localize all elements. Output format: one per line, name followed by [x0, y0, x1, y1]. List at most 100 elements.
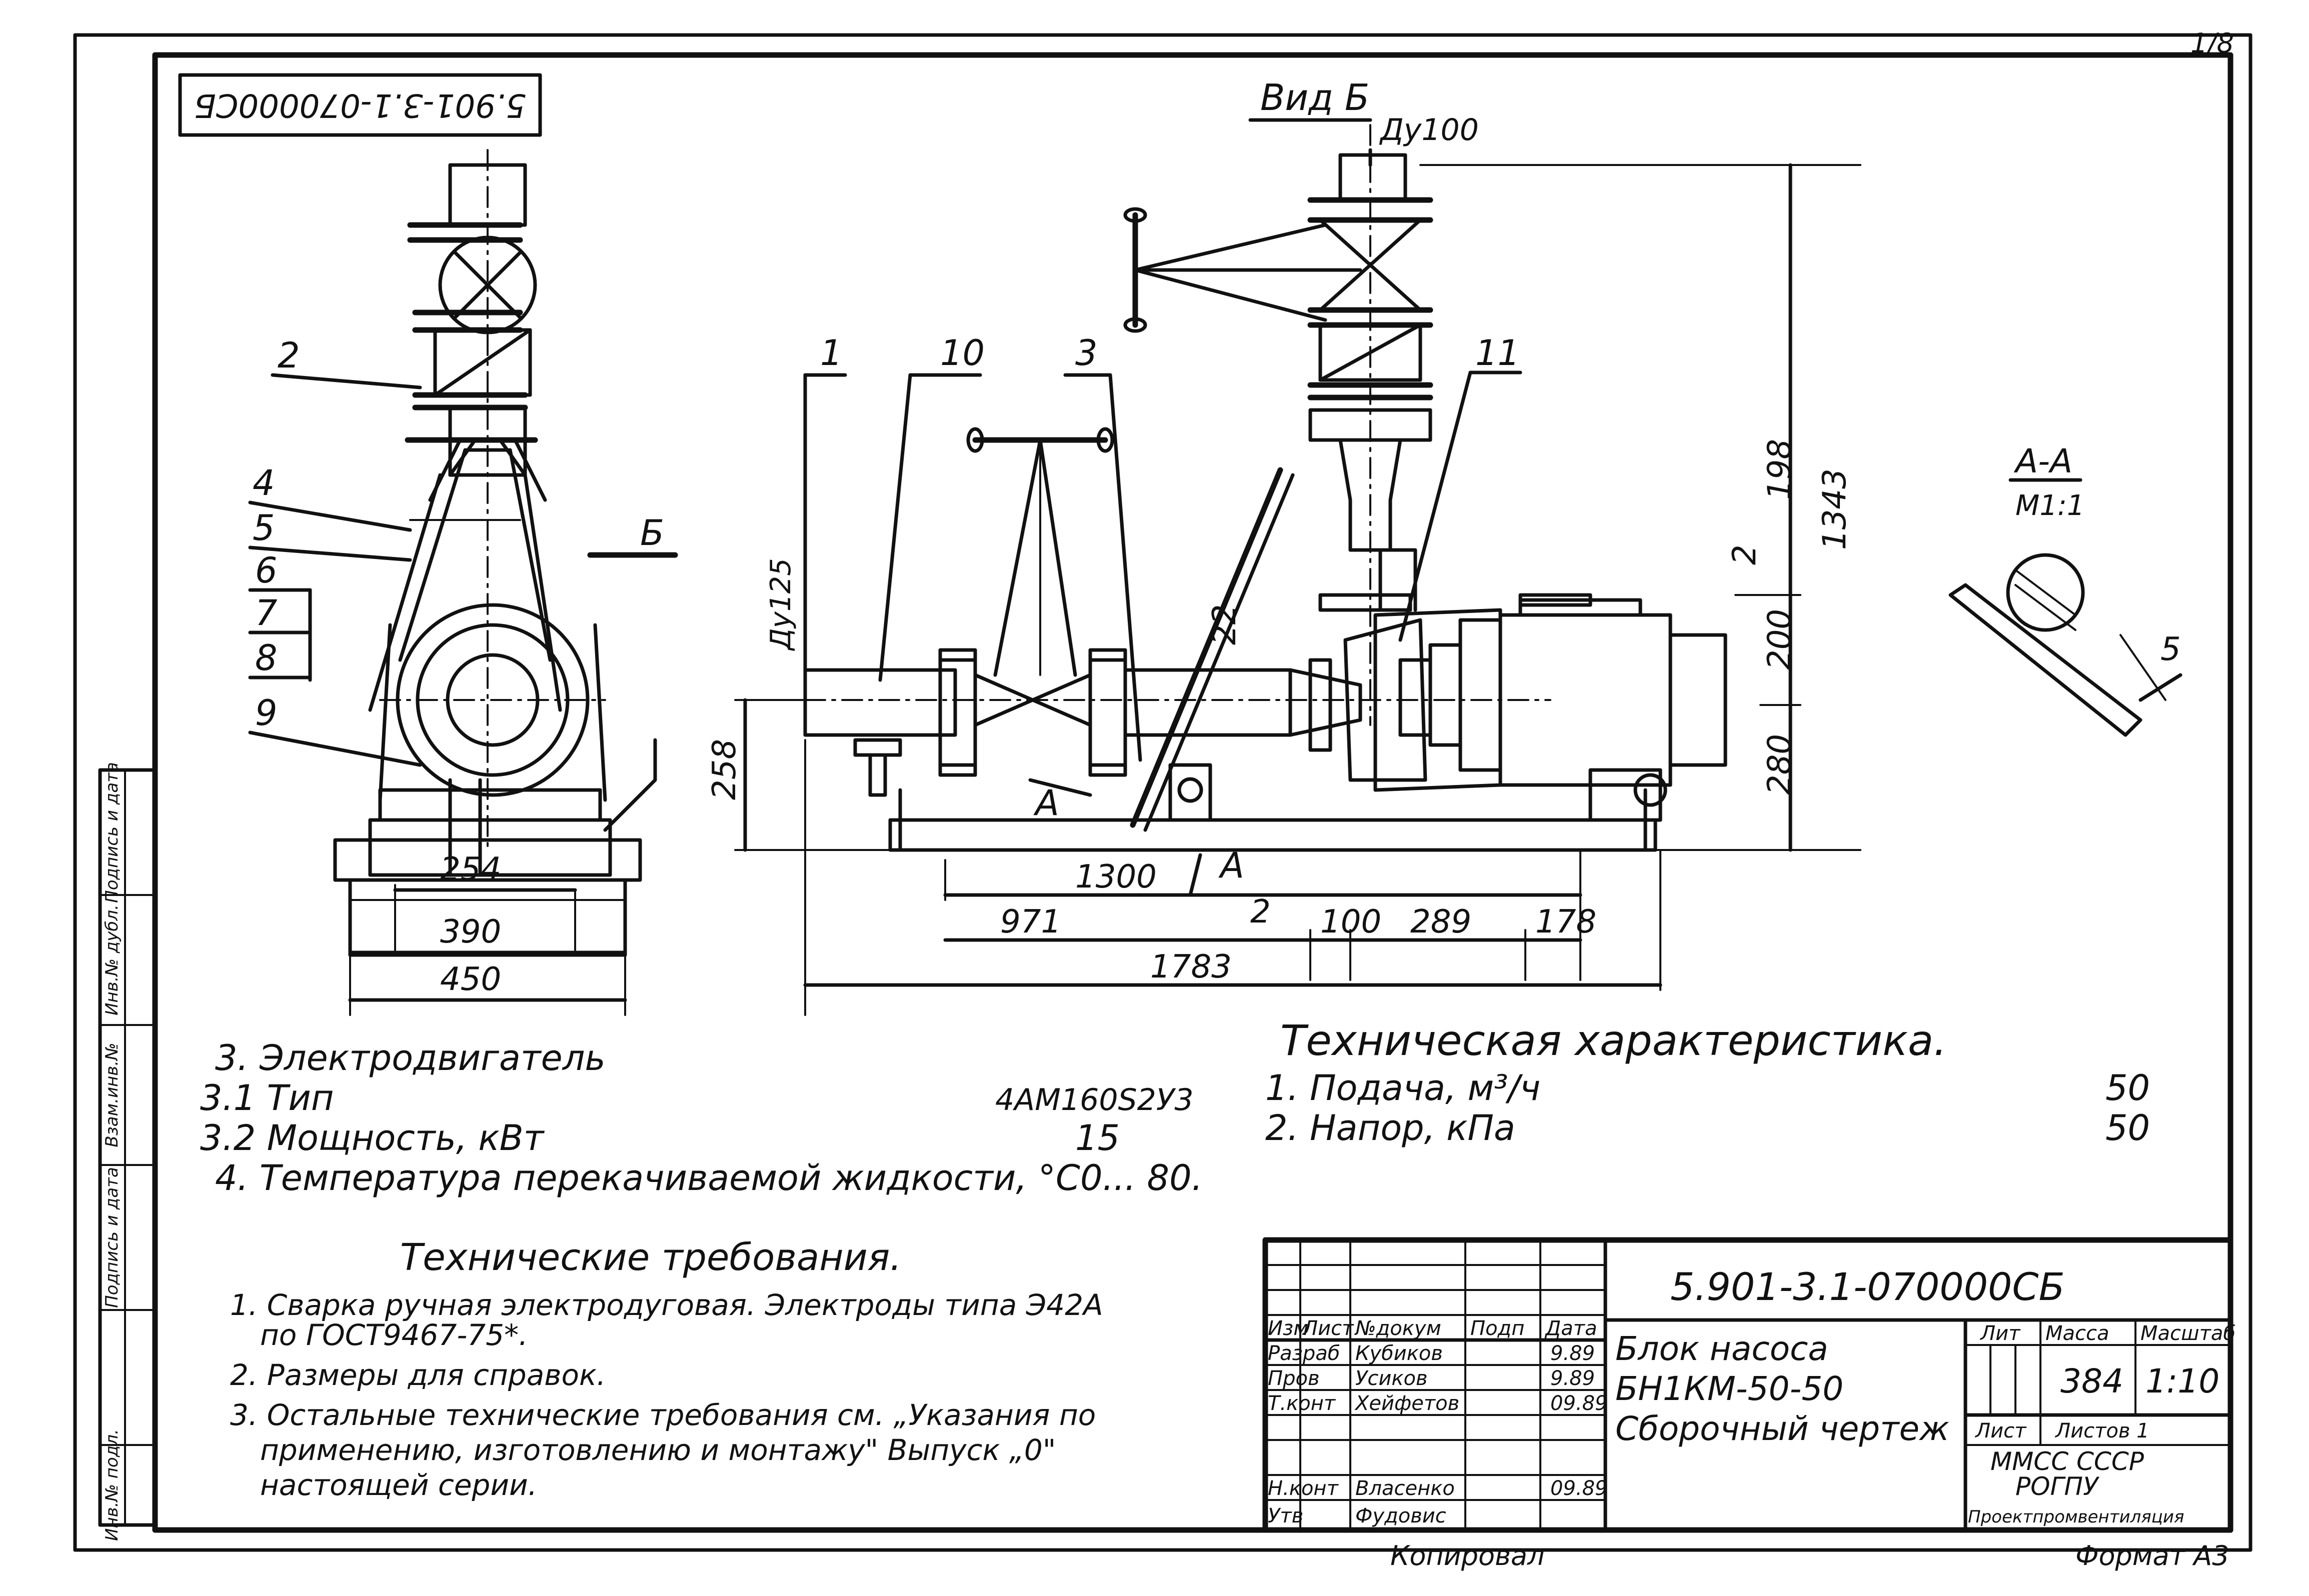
- spec-power-label: 3.2 Мощность, кВт: [200, 1118, 545, 1158]
- callout-1: 1: [820, 332, 843, 374]
- tb-name-3: Власенко: [1355, 1477, 1455, 1500]
- dim-1783: 1783: [1150, 948, 1232, 986]
- spec-temp-value: 0... 80.: [1080, 1158, 1203, 1198]
- svg-text:Подпись и дата: Подпись и дата: [102, 1167, 122, 1308]
- tb-designation: 5.901-3.1-070000СБ: [1670, 1264, 2065, 1309]
- dim-22: 22: [1206, 604, 1243, 645]
- tech-requirements: Технические требования. 1. Сварка ручная…: [230, 1236, 1103, 1502]
- tb-name-1: Усиков: [1355, 1367, 1428, 1390]
- svg-text:Инв.№ дубл.: Инв.№ дубл.: [102, 904, 122, 1016]
- tb-org3: Проектпромвентиляция: [1968, 1507, 2184, 1527]
- svg-text:№докум: №докум: [1354, 1317, 1441, 1340]
- title-block: Изм Лист №докум Подп Дата Разраб Кубиков…: [1262, 1237, 2235, 1533]
- du100-label: Ду100: [1379, 112, 1479, 148]
- callout-10: 10: [940, 332, 985, 374]
- tb-role-4: Утв: [1268, 1504, 1303, 1528]
- dim-280: 280: [1761, 734, 1798, 795]
- code-box: [178, 73, 542, 137]
- req-3b: применению, изготовлению и монтажу" Выпу…: [260, 1433, 1056, 1467]
- dim-390: 390: [440, 914, 501, 950]
- dim-971: 971: [1000, 904, 1061, 940]
- tb-date-1: 9.89: [1550, 1367, 1595, 1390]
- dim-198: 198: [1761, 439, 1798, 500]
- du125-label: Ду125: [765, 558, 797, 652]
- format-label: Формат А3: [2075, 1540, 2229, 1572]
- callout-6: 6: [255, 550, 278, 591]
- dim-200: 200: [1761, 609, 1798, 670]
- tb-name-l2: БН1КМ-50-50: [1615, 1370, 1843, 1408]
- callout-4: 4: [253, 462, 275, 504]
- dim-1300: 1300: [1075, 858, 1157, 896]
- copied-label: Копировал: [1390, 1540, 1545, 1572]
- tb-date-0: 9.89: [1550, 1342, 1595, 1365]
- svg-text:Лист: Лист: [1302, 1317, 1354, 1340]
- callout-3: 3: [1075, 332, 1098, 374]
- dim-2a: 2: [1250, 894, 1271, 930]
- dim-1343: 1343: [1816, 468, 1853, 550]
- left-strip: Подпись и дата Инв.№ дубл. Взам.инв.№ По…: [98, 762, 157, 1541]
- callout-5: 5: [253, 508, 275, 548]
- spec-type-value: 4АМ160S2У3: [995, 1082, 1194, 1118]
- section-dim-5: 5: [2160, 631, 2181, 668]
- svg-text:Масштаб: Масштаб: [2140, 1322, 2235, 1345]
- outer-border: [73, 33, 2252, 1552]
- view-label-b: Вид Б: [1260, 76, 1369, 118]
- svg-text:Изм: Изм: [1268, 1317, 1308, 1340]
- code-rotated: 5.901-3.1-070000СБ: [194, 86, 526, 124]
- motor-specs: 3. Электродвигатель 3.1 Тип 4АМ160S2У3 3…: [200, 1038, 1203, 1198]
- page-number: 1/8: [2190, 28, 2234, 59]
- svg-text:Масса: Масса: [2045, 1322, 2109, 1345]
- svg-text:Лист: Лист: [1974, 1420, 2027, 1442]
- tech-characteristics: Техническая характеристика. 1. Подача, м…: [1265, 1016, 2150, 1148]
- dim-254: 254: [440, 851, 501, 888]
- side-dimensions: 254 390 450: [348, 851, 627, 1016]
- spec-power-value: 15: [1075, 1118, 1120, 1158]
- front-callouts: Вид Б Ду100 1 10 3 11 Ду125 А А: [765, 76, 1522, 897]
- tb-date-2: 09.89: [1550, 1392, 1608, 1415]
- svg-text:Листов 1: Листов 1: [2054, 1420, 2149, 1442]
- tb-role-2: Т.конт: [1268, 1392, 1336, 1415]
- dim-289: 289: [1410, 904, 1471, 940]
- callout-2: 2: [278, 335, 300, 376]
- front-view: [803, 124, 1727, 852]
- dim-178: 178: [1535, 904, 1596, 940]
- callout-9: 9: [255, 692, 278, 734]
- tb-org1: ММСС СССР: [1990, 1447, 2144, 1476]
- tech-char-v2: 50: [2105, 1108, 2150, 1148]
- section-mark-a1: А: [1033, 782, 1059, 824]
- tb-name-2: Хейфетов: [1354, 1392, 1459, 1415]
- tb-name-l1: Блок насоса: [1615, 1330, 1828, 1368]
- tb-role-0: Разраб: [1268, 1342, 1340, 1365]
- svg-text:Взам.инв.№: Взам.инв.№: [102, 1042, 122, 1147]
- tech-char-l1: 1. Подача, м³/ч: [1265, 1068, 1540, 1108]
- callout-8: 8: [255, 638, 278, 678]
- section-mark-a2: А: [1218, 845, 1244, 886]
- dim-258: 258: [706, 739, 743, 800]
- tb-role-1: Пров: [1268, 1367, 1320, 1390]
- tb-name-4: Фудовис: [1355, 1504, 1446, 1528]
- svg-text:Дата: Дата: [1544, 1317, 1597, 1340]
- spec-type-label: 3.1 Тип: [200, 1078, 334, 1118]
- tb-name-l3: Сборочный чертеж: [1615, 1410, 1949, 1448]
- callout-7: 7: [255, 592, 278, 634]
- front-dimensions: 1300 971 2 100 289 178 1783 258 22 1343 …: [706, 163, 1861, 1016]
- section-a-a: А-А М1:1 5: [1948, 442, 2182, 737]
- tech-char-v1: 50: [2105, 1068, 2150, 1108]
- svg-text:Инв.№ подл.: Инв.№ подл.: [102, 1429, 122, 1541]
- req-3a: 3. Остальные технические требования см. …: [230, 1398, 1096, 1432]
- tb-date-3: 09.89: [1550, 1477, 1608, 1500]
- req-1a: 1. Сварка ручная электродуговая. Электро…: [230, 1288, 1103, 1322]
- tb-mass-value: 384: [2060, 1362, 2123, 1400]
- tb-role-3: Н.конт: [1268, 1477, 1339, 1500]
- tb-scale-value: 1:10: [2145, 1362, 2219, 1400]
- req-2: 2. Размеры для справок.: [230, 1358, 606, 1392]
- svg-text:Подп: Подп: [1470, 1317, 1524, 1340]
- spec-motor-title: 3. Электродвигатель: [215, 1038, 606, 1078]
- tech-char-l2: 2. Напор, кПа: [1265, 1108, 1515, 1148]
- spec-temp-label: 4. Температура перекачиваемой жидкости, …: [215, 1158, 1080, 1198]
- req-1b: по ГОСТ9467-75*.: [260, 1318, 528, 1352]
- svg-text:Подпись и дата: Подпись и дата: [102, 762, 122, 903]
- svg-text:Лит: Лит: [1979, 1322, 2021, 1345]
- dim-2b: 2: [1726, 544, 1763, 565]
